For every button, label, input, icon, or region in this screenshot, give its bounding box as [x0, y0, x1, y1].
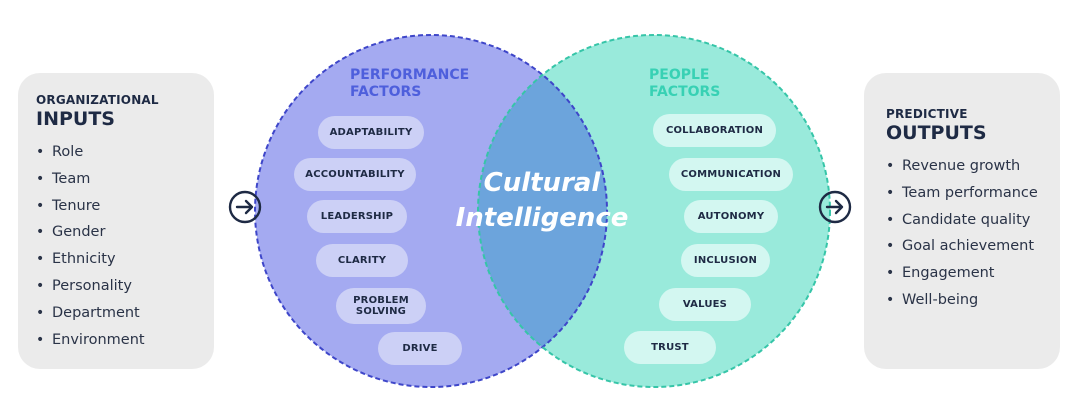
outputs-list: •Revenue growth •Team performance •Candi… [886, 153, 1060, 314]
pill-collaboration: COLLABORATION [653, 114, 776, 147]
list-item: •Candidate quality [886, 211, 1031, 228]
arrow-right-circle-icon [818, 190, 852, 224]
list-item: •Tenure [36, 197, 101, 214]
list-item: •Ethnicity [36, 251, 116, 268]
inputs-list: •Role •Team •Tenure •Gender •Ethnicity •… [36, 139, 214, 353]
pill-communication: COMMUNICATION [669, 158, 793, 191]
people-circle-outline [477, 34, 831, 388]
predictive-outputs-panel: PREDICTIVE OUTPUTS •Revenue growth •Team… [864, 73, 1060, 369]
pill-clarity: CLARITY [316, 244, 408, 277]
list-item: •Team performance [886, 184, 1038, 201]
performance-factors-heading: PERFORMANCE FACTORS [350, 67, 470, 100]
list-item: •Team [36, 170, 91, 187]
list-item: •Environment [36, 331, 145, 348]
pill-values: VALUES [659, 288, 751, 321]
arrow-right-circle-icon [228, 190, 262, 224]
outputs-title: OUTPUTS [886, 122, 987, 144]
performance-circle-outline [254, 34, 608, 388]
list-item: •Personality [36, 277, 132, 294]
list-item: •Revenue growth [886, 158, 1021, 174]
pill-autonomy: AUTONOMY [684, 200, 778, 233]
cultural-intelligence-title: Cultural Intelligence [455, 168, 629, 233]
pill-accountability: ACCOUNTABILITY [294, 158, 416, 191]
organizational-inputs-panel: ORGANIZATIONAL INPUTS •Role •Team •Tenur… [18, 73, 214, 369]
pill-adaptability: ADAPTABILITY [318, 116, 424, 149]
inputs-title: INPUTS [36, 108, 115, 130]
list-item: •Goal achievement [886, 238, 1035, 255]
list-item: •Engagement [886, 265, 995, 282]
list-item: •Role [36, 144, 84, 160]
pill-leadership: LEADERSHIP [307, 200, 407, 233]
list-item: •Gender [36, 224, 106, 241]
people-factors-heading: PEOPLE FACTORS [649, 67, 721, 100]
pill-drive: DRIVE [378, 332, 462, 365]
outputs-kicker: PREDICTIVE [886, 107, 968, 121]
pill-inclusion: INCLUSION [681, 244, 770, 277]
pill-trust: TRUST [624, 331, 716, 364]
inputs-kicker: ORGANIZATIONAL [36, 93, 159, 107]
list-item: •Department [36, 304, 140, 321]
list-item: •Well-being [886, 291, 979, 308]
overlap-region [478, 35, 607, 387]
